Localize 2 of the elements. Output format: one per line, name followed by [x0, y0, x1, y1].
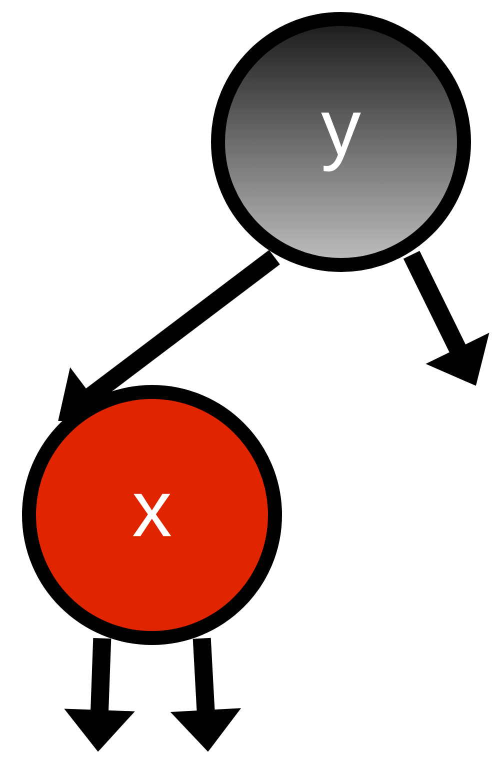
circle-node: y	[211, 12, 471, 272]
circle-node: x	[22, 385, 282, 645]
